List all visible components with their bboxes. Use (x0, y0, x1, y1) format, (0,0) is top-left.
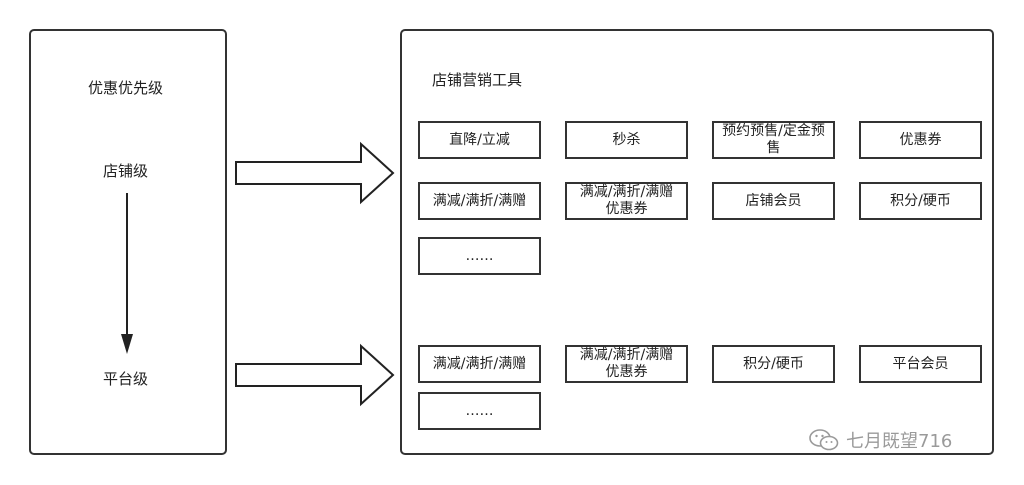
platform-block-arrow (235, 343, 395, 407)
priority-arrow-head (121, 334, 133, 354)
tool-box-more: …… (418, 392, 541, 430)
priority-title: 优惠优先级 (88, 79, 164, 97)
tool-box: 店铺会员 (712, 182, 835, 220)
tool-box: 满减/满折/满赠 (418, 345, 541, 383)
tool-box: 秒杀 (565, 121, 688, 159)
tool-box: 满减/满折/满赠优惠券 (565, 345, 688, 383)
tool-box: 积分/硬币 (712, 345, 835, 383)
platform-level-label: 平台级 (103, 370, 149, 388)
tool-box: 积分/硬币 (859, 182, 982, 220)
store-block-arrow (235, 141, 395, 205)
wechat-icon (809, 429, 839, 451)
watermark: 七月既望716 (808, 427, 952, 453)
tool-box: 预约预售/定金预售 (712, 121, 835, 159)
tool-box: 直降/立减 (418, 121, 541, 159)
tool-box: 满减/满折/满赠 (418, 182, 541, 220)
tool-box: 满减/满折/满赠优惠券 (565, 182, 688, 220)
watermark-text: 七月既望716 (846, 431, 953, 452)
tool-box: 平台会员 (859, 345, 982, 383)
store-level-label: 店铺级 (103, 162, 149, 180)
tool-box-more: …… (418, 237, 541, 275)
tools-title: 店铺营销工具 (432, 71, 523, 89)
tool-box: 优惠券 (859, 121, 982, 159)
